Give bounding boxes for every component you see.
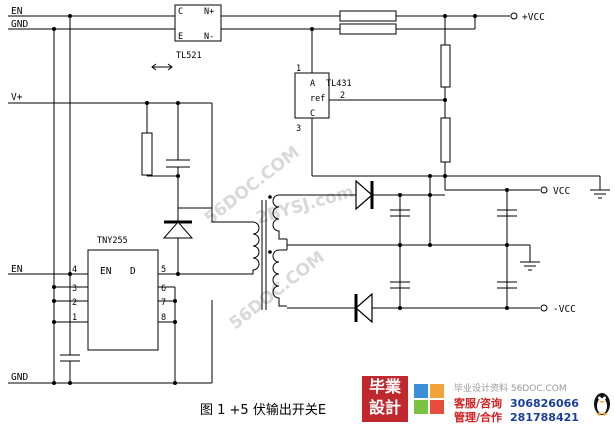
footer-banner: 毕業 設計 毕业设计资料 56DOC.COM 客服/咨询 306826066 管理… [362,376,615,424]
service-row: 客服/咨询 306826066 [454,395,579,411]
manage-label: 管理/合作 [454,411,503,424]
ground-icon [520,245,540,271]
cubes-icon [414,384,444,414]
tny255-name: TNY255 [97,236,128,246]
tny255-pin-1: 1 [72,313,77,323]
site-text: 毕业设计资料 56DOC.COM [454,384,567,394]
manage-number[interactable]: 281788421 [510,411,579,424]
resistor-r1 [339,10,397,22]
label-gnd-bottom: GND [11,372,28,383]
logo-line-2: 設計 [368,398,401,417]
diode-lower [354,292,373,324]
watermark-group: 56DOC.COM 2BYSJ.com 56DOC.COM [201,142,356,334]
service-label: 客服/咨询 [454,397,503,410]
tl431-pin-ref: ref [310,94,325,104]
tl431-pin-c: C [310,109,315,119]
zener-diode [162,220,194,239]
tny255-pin-5: 5 [161,265,166,275]
diode-upper [355,179,374,211]
service-number[interactable]: 306826066 [510,397,579,410]
label-vcc: VCC [553,186,570,197]
tny255-pin-3: 3 [72,284,77,294]
resistor-r4 [440,117,451,163]
label-v-plus: V+ [11,92,23,103]
optocoupler-box [174,4,222,42]
tl431-pin-2: 2 [340,91,345,101]
site-logo: 毕業 設計 [362,376,408,422]
tny255-pin-2: 2 [72,298,77,308]
label-gnd-top: GND [11,19,28,30]
tny255-pin-4: 4 [72,265,77,275]
opto-pin-nm: N- [204,32,214,42]
opto-pin-c: C [178,7,183,17]
resistor-r2 [339,23,397,35]
tny255-pin-6: 6 [161,284,166,294]
label-en-top: EN [11,6,23,17]
transformer [245,194,287,310]
opto-arrow-icon [151,63,173,71]
watermark-text: 56DOC.COM [226,247,329,334]
tl431-pin-1: 1 [296,64,301,74]
tl431-pin-a: A [310,79,315,89]
figure-caption: 图 1 +5 伏输出开关E [200,403,327,418]
penguin-icon [594,393,610,416]
label-vcc-minus: -VCC [553,304,576,315]
tny255-pin-en: EN [100,266,112,277]
resistor-snubber [141,132,153,176]
ground-icon [590,176,610,199]
label-en-mid: EN [11,264,23,275]
tl431-name: TL431 [326,79,352,89]
manage-row: 管理/合作 281788421 [454,409,579,425]
opto-name: TL521 [176,51,202,61]
tny255-chip [87,249,159,351]
tny255-pin-8: 8 [161,313,166,323]
watermark-text: 2BYSJ.com [254,182,356,229]
logo-line-1: 毕業 [368,377,401,396]
opto-pin-e: E [178,32,183,42]
tl431-pin-3: 3 [296,124,301,134]
resistor-r3 [440,44,451,88]
tny255-pin-d: D [130,266,136,277]
opto-pin-np: N+ [204,7,214,17]
tny255-pin-7: 7 [161,298,166,308]
label-vcc-plus: +VCC [522,12,545,23]
